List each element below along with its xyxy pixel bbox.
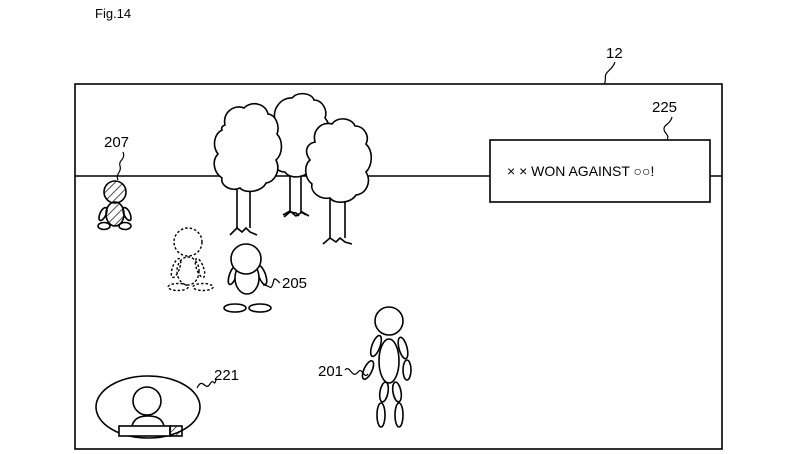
message-box: × × WON AGAINST ○○! 225 [489, 99, 711, 203]
message-box-frame [489, 139, 711, 203]
character-207: 207 [97, 134, 132, 231]
figure-label: Fig.14 [95, 6, 132, 21]
trees [213, 92, 373, 245]
ref-12: 12 [606, 45, 623, 62]
ref-207: 207 [104, 134, 129, 151]
ghost-character [167, 227, 214, 292]
screen-frame [74, 83, 723, 450]
ref-221: 221 [214, 367, 239, 384]
inset-window [95, 375, 217, 439]
ref-225: 225 [652, 99, 677, 116]
ref-205: 205 [282, 275, 307, 292]
character-205 [223, 243, 281, 313]
ref-201: 201 [318, 363, 343, 380]
screen-ref-label: 12 [603, 45, 623, 85]
message-text: × × WON AGAINST ○○! [507, 163, 654, 179]
tree-right [304, 118, 373, 245]
tree-left [213, 102, 283, 236]
character-201 [344, 306, 412, 428]
